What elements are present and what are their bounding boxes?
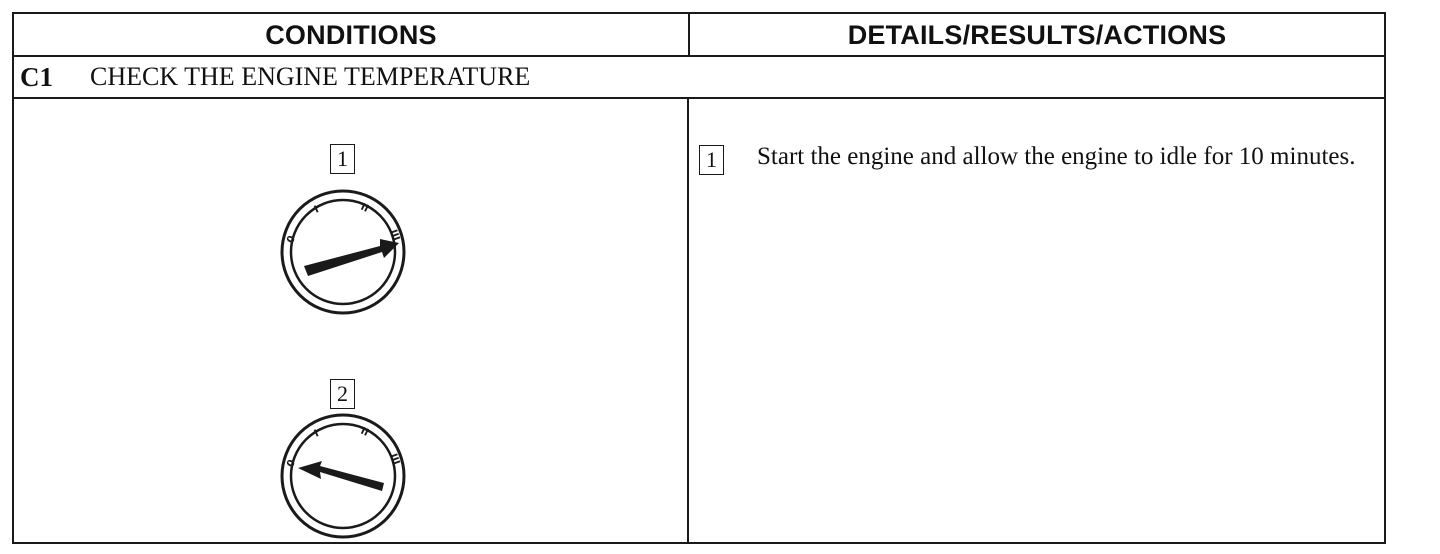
conditions-header: CONDITIONS xyxy=(265,20,437,50)
body-column-divider xyxy=(687,99,689,542)
dial-2-pointer xyxy=(298,461,384,491)
detail-step-number-1: 1 xyxy=(699,145,724,175)
ignition-dial-2-icon: 0 I II III xyxy=(280,413,406,539)
condition-step-number-2: 2 xyxy=(330,379,355,409)
dial-1-mark-1: I xyxy=(313,204,321,216)
condition-step-number-1: 1 xyxy=(330,144,355,174)
section-code: C1 xyxy=(20,62,53,92)
detail-step-text-1: Start the engine and allow the engine to… xyxy=(757,143,1356,170)
header-column-divider xyxy=(688,14,690,57)
table-body-row: 1 0 I II III 2 0 I II III xyxy=(14,99,1384,542)
section-row: C1 CHECK THE ENGINE TEMPERATURE xyxy=(14,57,1384,99)
dial-1-mark-2: II xyxy=(359,202,370,215)
dial-2-mark-1: I xyxy=(313,428,321,440)
section-title: CHECK THE ENGINE TEMPERATURE xyxy=(90,62,531,91)
details-cell: 1 Start the engine and allow the engine … xyxy=(689,99,1384,542)
table-header-row: CONDITIONS DETAILS/RESULTS/ACTIONS xyxy=(14,14,1384,57)
dial-1-mark-3: III xyxy=(387,228,401,242)
details-header: DETAILS/RESULTS/ACTIONS xyxy=(847,20,1227,50)
dial-2-mark-2: II xyxy=(359,426,370,439)
dial-2-mark-0: 0 xyxy=(285,458,298,470)
procedure-table: CONDITIONS DETAILS/RESULTS/ACTIONS C1 CH… xyxy=(12,12,1386,544)
dial-1-mark-0: 0 xyxy=(285,234,298,246)
ignition-dial-1-icon: 0 I II III xyxy=(280,189,406,315)
dial-1-pointer xyxy=(304,239,399,276)
dial-2-mark-3: III xyxy=(387,452,401,466)
conditions-cell: 1 0 I II III 2 0 I II III xyxy=(14,99,687,542)
